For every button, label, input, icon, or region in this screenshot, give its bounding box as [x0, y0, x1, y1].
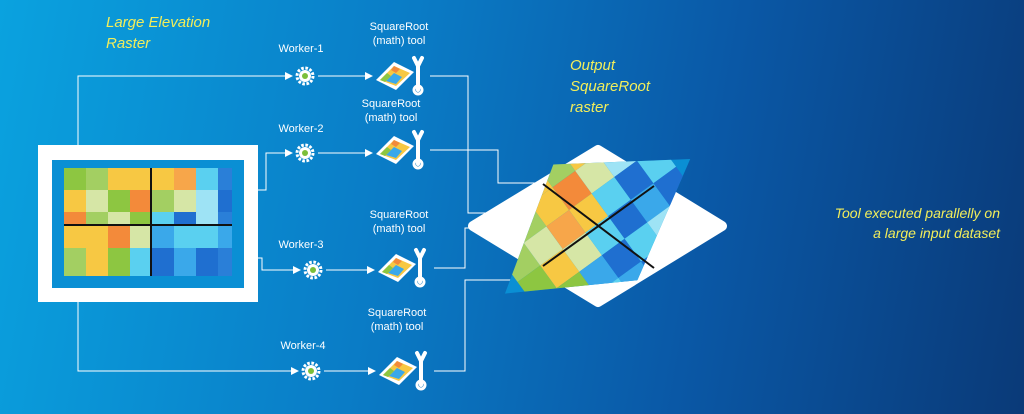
worker-4-label: Worker-4: [280, 340, 326, 352]
tool-4-label-line-2: (math) tool: [370, 321, 424, 333]
tool-1-label-line-1: SquareRoot: [369, 21, 429, 33]
tagline-line-2: a large input dataset: [873, 225, 1000, 241]
input-raster-label: Large Elevation Raster: [106, 14, 211, 52]
tool-1-label-line-2: (math) tool: [372, 35, 426, 47]
wrench-icon: [376, 56, 424, 96]
tagline-line-1: Tool executed parallelly on: [834, 205, 1000, 221]
worker-2-label: Worker-2: [278, 123, 324, 135]
tool-1-label: SquareRoot (math) tool: [359, 20, 439, 48]
tool-4-label-line-1: SquareRoot: [367, 307, 427, 319]
gear-icons: [295, 66, 323, 381]
worker-1-label: Worker-1: [278, 43, 324, 55]
wrench-icon: [376, 130, 424, 170]
wrench-icon: [379, 351, 427, 391]
tool-2-label-line-2: (math) tool: [364, 112, 418, 124]
tool-4-label: SquareRoot (math) tool: [357, 306, 437, 334]
gear-icon: [295, 66, 315, 86]
gear-icon: [295, 143, 315, 163]
gear-icon: [301, 361, 321, 381]
tool-3-label: SquareRoot (math) tool: [359, 208, 439, 236]
tool-2-label-line-1: SquareRoot: [361, 98, 421, 110]
wrench-icon: [378, 248, 426, 288]
worker-3-label: Worker-3: [278, 239, 324, 251]
output-raster-label: Output SquareRoot raster: [570, 57, 651, 116]
tool-3-label-line-2: (math) tool: [372, 223, 426, 235]
tagline: Tool executed parallelly on a large inpu…: [770, 203, 1000, 243]
input-connectors: [77, 72, 301, 375]
worker-to-tool-connectors: [318, 72, 376, 375]
gear-icon: [303, 260, 323, 280]
tool-2-label: SquareRoot (math) tool: [351, 97, 431, 125]
tool-3-label-line-1: SquareRoot: [369, 209, 429, 221]
input-raster: [38, 145, 258, 302]
tool-icons: [376, 56, 427, 391]
